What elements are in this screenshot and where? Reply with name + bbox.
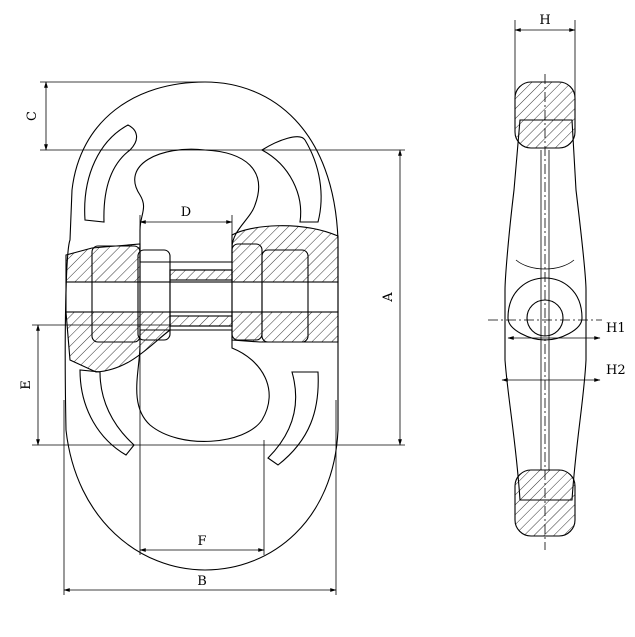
dim-label-b: B — [197, 574, 207, 589]
shaft-band — [65, 281, 339, 313]
outer-contour — [64, 81, 339, 571]
dim-label-e: E — [19, 380, 34, 390]
left-upper-hatch — [65, 243, 141, 283]
sleeve-bottom-hatch — [169, 315, 233, 327]
dim-label-f: F — [197, 534, 206, 549]
dim-label-h2: H2 — [606, 363, 626, 378]
side-view: H H1 H2 — [488, 13, 626, 550]
front-view: C A E D F B — [19, 81, 405, 595]
lower-left-slot — [79, 369, 135, 456]
right-lower-hatch — [231, 311, 339, 343]
right-upper-hatch — [231, 225, 339, 283]
dim-label-c: C — [25, 111, 40, 121]
lower-inner-opening — [136, 329, 270, 442]
lower-right-slot — [267, 371, 319, 466]
dim-label-h: H — [539, 13, 550, 28]
dim-label-a: A — [381, 292, 396, 303]
sleeve-top-hatch — [169, 269, 233, 281]
upper-right-slot — [260, 136, 322, 223]
side-body-outline — [504, 119, 587, 501]
dim-label-h1: H1 — [606, 321, 626, 336]
dim-label-d: D — [181, 205, 191, 220]
upper-left-slot — [84, 124, 138, 223]
